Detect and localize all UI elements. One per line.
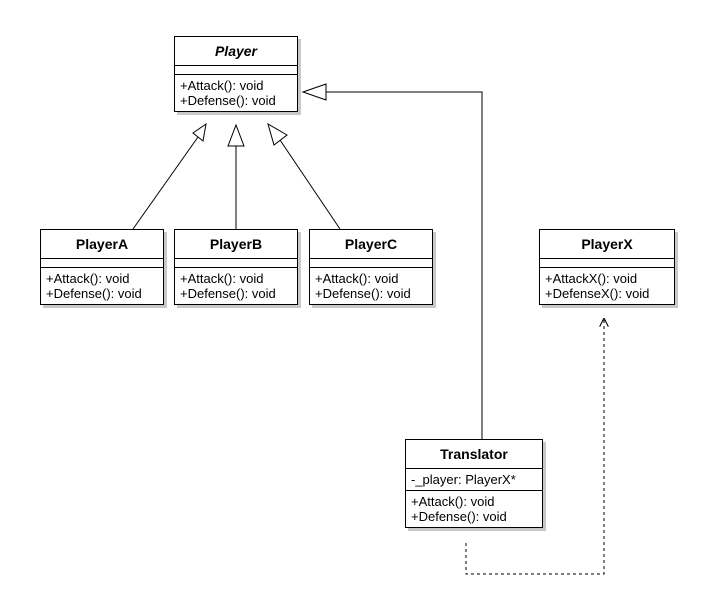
method-row: +Attack(): void (411, 494, 495, 509)
class-translator-methods: +Attack(): void +Defense(): void (406, 490, 542, 527)
class-playerB-name: PlayerB (209, 236, 263, 252)
method-row: +Attack(): void (180, 78, 264, 93)
class-translator-attributes: -_player: PlayerX* (406, 468, 542, 490)
method-row: +Defense(): void (180, 93, 276, 108)
method-row: +Defense(): void (180, 286, 276, 301)
class-playerC-attributes (310, 258, 432, 267)
method-row: +Defense(): void (315, 286, 411, 301)
method-row: +Attack(): void (46, 271, 130, 286)
method-row: +Attack(): void (180, 271, 264, 286)
class-playerX-attributes (540, 258, 674, 267)
class-playerX-name: PlayerX (581, 236, 633, 252)
class-player-name: Player (214, 43, 258, 59)
method-row: +Attack(): void (315, 271, 399, 286)
class-playerB[interactable]: PlayerB +Attack(): void +Defense(): void (174, 229, 298, 305)
class-playerX[interactable]: PlayerX +AttackX(): void +DefenseX(): vo… (539, 229, 675, 305)
class-playerA[interactable]: PlayerA +Attack(): void +Defense(): void (40, 229, 164, 305)
class-playerC-name: PlayerC (344, 236, 398, 252)
method-row: +AttackX(): void (545, 271, 638, 286)
class-playerB-attributes (175, 258, 297, 267)
attribute-row: -_player: PlayerX* (411, 472, 516, 487)
generalization-translator-to-player (301, 83, 483, 439)
class-player-attributes (175, 65, 297, 74)
class-player-methods: +Attack(): void +Defense(): void (175, 74, 297, 111)
generalization-playerB-to-player (227, 123, 245, 229)
method-row: +Defense(): void (46, 286, 142, 301)
class-playerB-methods: +Attack(): void +Defense(): void (175, 267, 297, 304)
class-playerA-name: PlayerA (75, 236, 129, 252)
class-translator-name: Translator (440, 446, 508, 462)
class-playerC[interactable]: PlayerC +Attack(): void +Defense(): void (309, 229, 433, 305)
generalization-playerA-to-player (132, 122, 207, 230)
method-row: +DefenseX(): void (545, 286, 650, 301)
class-playerX-methods: +AttackX(): void +DefenseX(): void (540, 267, 674, 304)
class-playerA-methods: +Attack(): void +Defense(): void (41, 267, 163, 304)
dependency-translator-to-playerX (465, 318, 604, 575)
method-row: +Defense(): void (411, 509, 507, 524)
class-playerA-attributes (41, 258, 163, 267)
class-translator[interactable]: Translator -_player: PlayerX* +Attack():… (405, 439, 543, 528)
class-playerC-methods: +Attack(): void +Defense(): void (310, 267, 432, 304)
generalization-playerC-to-player (267, 122, 341, 230)
class-player[interactable]: Player +Attack(): void +Defense(): void (174, 36, 298, 112)
